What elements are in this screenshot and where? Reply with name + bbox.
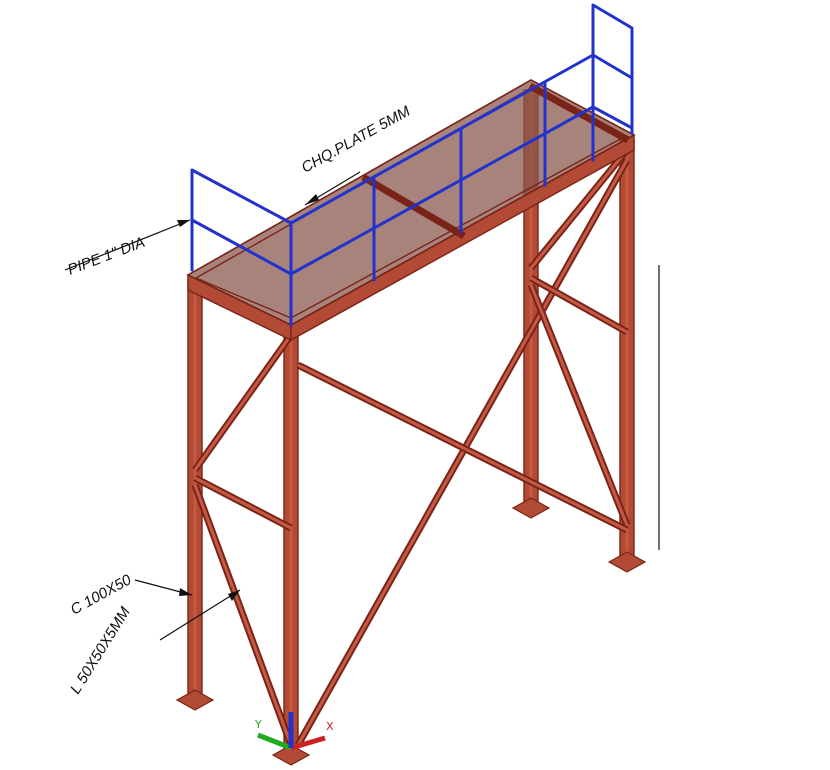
base-plate xyxy=(511,497,551,519)
label-pipe: PIPE 1" DIA xyxy=(65,234,147,279)
ucs-icon: Y X xyxy=(254,712,334,751)
base-plate xyxy=(175,689,215,711)
handrail xyxy=(190,3,634,327)
bracing xyxy=(191,147,631,747)
column-front xyxy=(283,324,299,756)
base-plate xyxy=(271,744,311,766)
base-plates xyxy=(175,497,647,766)
platform xyxy=(186,79,636,342)
base-plate xyxy=(607,551,647,573)
column-right xyxy=(619,139,635,561)
ucs-y-label: Y xyxy=(254,718,262,731)
ucs-x-label: X xyxy=(326,720,334,733)
